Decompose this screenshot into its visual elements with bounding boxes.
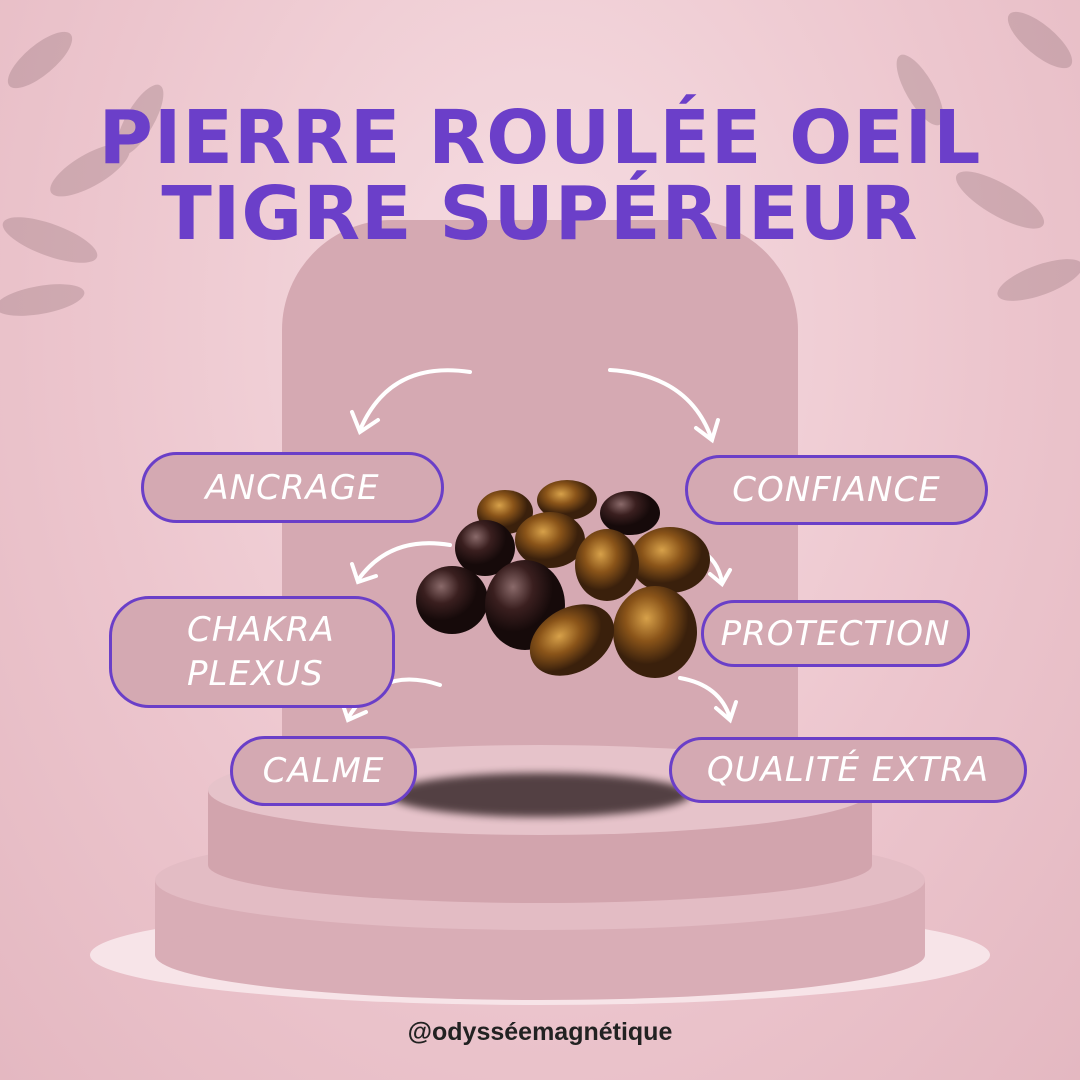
social-handle: @odysséemagnétique [407, 1018, 673, 1046]
title-line-1: PIERRE ROULÉE OEIL [98, 95, 982, 181]
benefit-chakra-plexus: CHAKRA PLEXUS [109, 596, 395, 708]
benefit-qualite-extra: QUALITÉ EXTRA [669, 737, 1027, 803]
stone-shadow [390, 773, 690, 817]
benefit-chakra-line-1: CHAKRA [187, 610, 335, 650]
benefit-protection: PROTECTION [701, 600, 970, 667]
arrow-icon [350, 368, 472, 436]
benefit-ancrage: ANCRAGE [141, 452, 444, 523]
arrow-icon [678, 676, 738, 724]
benefit-confiance: CONFIANCE [685, 455, 988, 525]
page-title: PIERRE ROULÉE OEIL TIGRE SUPÉRIEUR [0, 100, 1080, 252]
arrow-icon [350, 541, 452, 585]
benefit-calme: CALME [230, 736, 417, 806]
title-line-2: TIGRE SUPÉRIEUR [161, 171, 919, 257]
leaf-shadow-right [896, 11, 1080, 301]
leaf-shadow-left [0, 31, 164, 316]
arrow-icon [608, 368, 720, 444]
benefit-chakra-line-2: PLEXUS [187, 654, 324, 694]
